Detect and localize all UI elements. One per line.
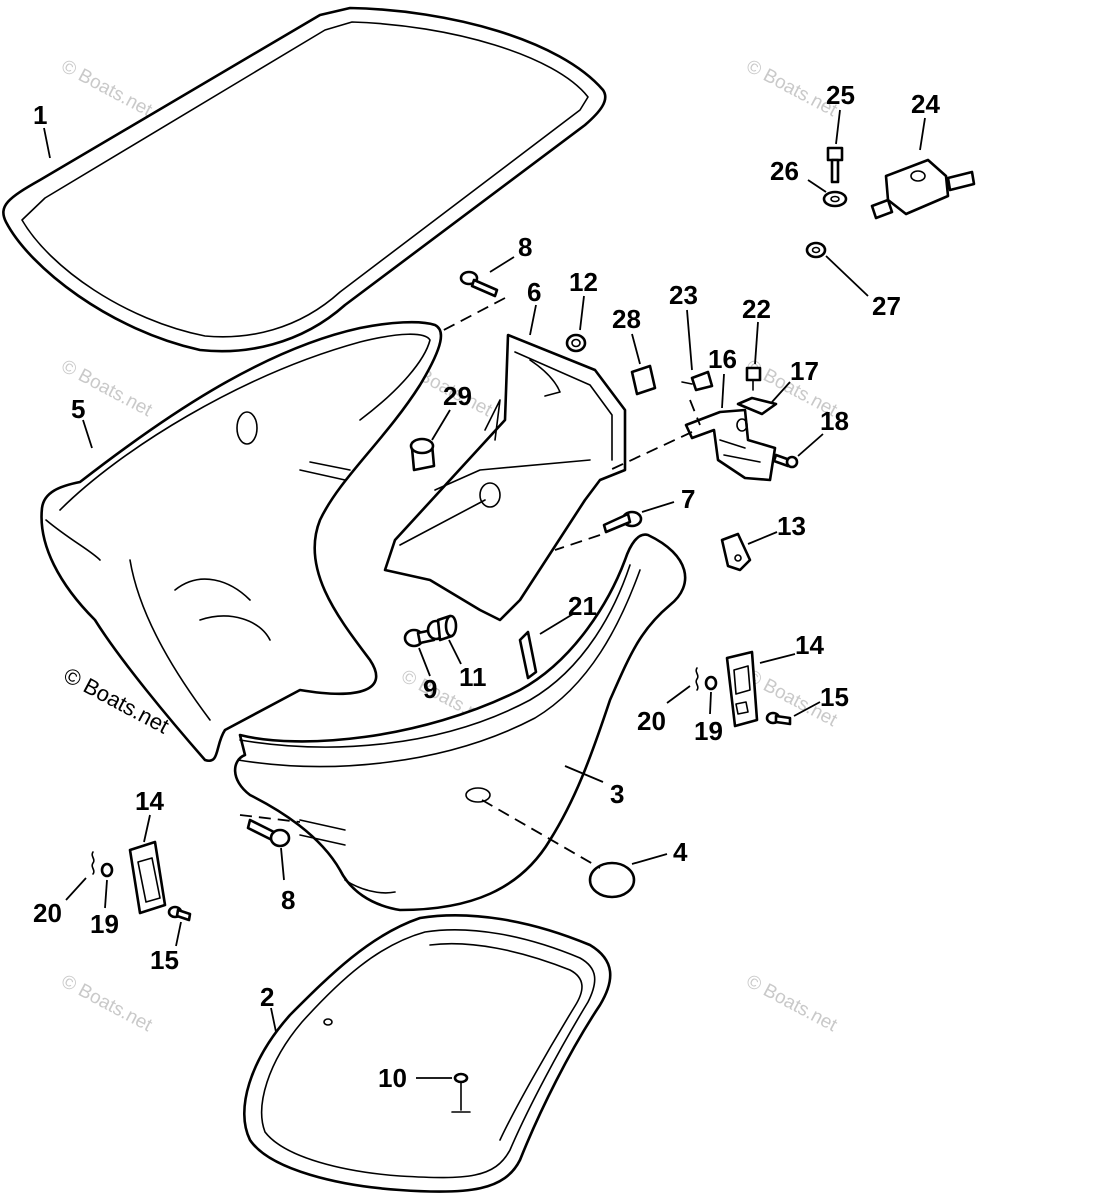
motor-cover-front-part — [233, 533, 687, 912]
callout-23: 23 — [669, 280, 698, 310]
washer-26-part — [822, 190, 848, 208]
screw-23-part — [681, 370, 714, 392]
assembly-line — [481, 799, 601, 869]
clip-20-left-part — [91, 851, 95, 875]
callout-16: 16 — [708, 344, 737, 374]
strip-21-part — [518, 630, 538, 680]
upper-seal-part — [2, 6, 607, 353]
grommet-12-part — [565, 333, 587, 353]
callout-1: 1 — [33, 100, 47, 130]
screw-7-part — [602, 510, 643, 534]
leader-lines — [43, 109, 926, 1079]
assembly-line — [239, 814, 301, 823]
assembly-line — [689, 399, 701, 426]
callout-20-right: 20 — [637, 706, 666, 736]
pad-28-part — [630, 364, 657, 396]
watermark: © Boats.net — [58, 56, 156, 122]
washer-19-right-part — [704, 675, 718, 691]
assembly-line — [554, 534, 601, 551]
screw-15-right-part — [765, 711, 792, 726]
callout-9: 9 — [423, 674, 437, 704]
clip-20-right-part — [695, 667, 699, 691]
fuel-connector-24-part — [870, 158, 976, 220]
screw-22-part — [745, 366, 762, 391]
washer-19-left-part — [100, 862, 114, 878]
screw-10-part — [451, 1072, 471, 1113]
grommet-11-part — [426, 614, 458, 642]
callout-29: 29 — [443, 381, 472, 411]
callout-8-bottom: 8 — [281, 885, 295, 915]
callout-24: 24 — [911, 89, 940, 119]
callout-20-left: 20 — [33, 898, 62, 928]
callout-11: 11 — [459, 662, 487, 692]
callout-7: 7 — [681, 484, 695, 514]
callout-21: 21 — [568, 591, 597, 621]
washer-27-part — [805, 241, 827, 259]
screw-8-top-part — [459, 270, 499, 298]
screw-25-part — [826, 146, 844, 184]
callout-27: 27 — [872, 291, 901, 321]
latch-14-left-part — [128, 840, 167, 915]
bracket-frame-part — [383, 333, 627, 622]
callout-26: 26 — [770, 156, 799, 186]
callouts: 1 2 3 4 5 6 7 8 8 9 10 11 12 13 14 14 15… — [33, 80, 940, 1093]
callout-25: 25 — [826, 80, 855, 110]
watermark: © Boats.net — [743, 971, 841, 1037]
callout-14-left: 14 — [135, 786, 164, 816]
watermark: © Boats.net — [58, 971, 156, 1037]
callout-17: 17 — [790, 356, 819, 386]
callout-8-top: 8 — [518, 232, 532, 262]
callout-5: 5 — [71, 394, 85, 424]
bolt-9-part — [403, 628, 436, 648]
callout-15-left: 15 — [150, 945, 179, 975]
callout-19-left: 19 — [90, 909, 119, 939]
hinge-16-part — [684, 408, 777, 482]
callout-3: 3 — [610, 779, 624, 809]
callout-2: 2 — [260, 982, 274, 1012]
plug-4-part — [588, 861, 636, 899]
pad-13-part — [720, 532, 752, 572]
callout-6: 6 — [527, 277, 541, 307]
screw-18-part — [772, 453, 799, 469]
callout-18: 18 — [820, 406, 849, 436]
latch-14-right-part — [725, 650, 759, 728]
screw-15-left-part — [167, 905, 192, 922]
assembly-line — [609, 431, 693, 471]
callout-10: 10 — [378, 1063, 407, 1093]
callout-4: 4 — [673, 837, 688, 867]
callout-22: 22 — [742, 294, 771, 324]
callout-28: 28 — [612, 304, 641, 334]
callout-13: 13 — [777, 511, 806, 541]
callout-15-right: 15 — [820, 682, 849, 712]
grommet-part — [409, 437, 436, 472]
assembly-line — [439, 297, 506, 333]
lower-seal-part — [243, 914, 612, 1193]
callout-14-right: 14 — [795, 630, 824, 660]
plate-17-part — [736, 396, 778, 416]
callout-19-right: 19 — [694, 716, 723, 746]
motor-cover-rear-part — [40, 320, 443, 763]
callout-12: 12 — [569, 267, 598, 297]
screw-8-bottom-part — [246, 818, 291, 848]
